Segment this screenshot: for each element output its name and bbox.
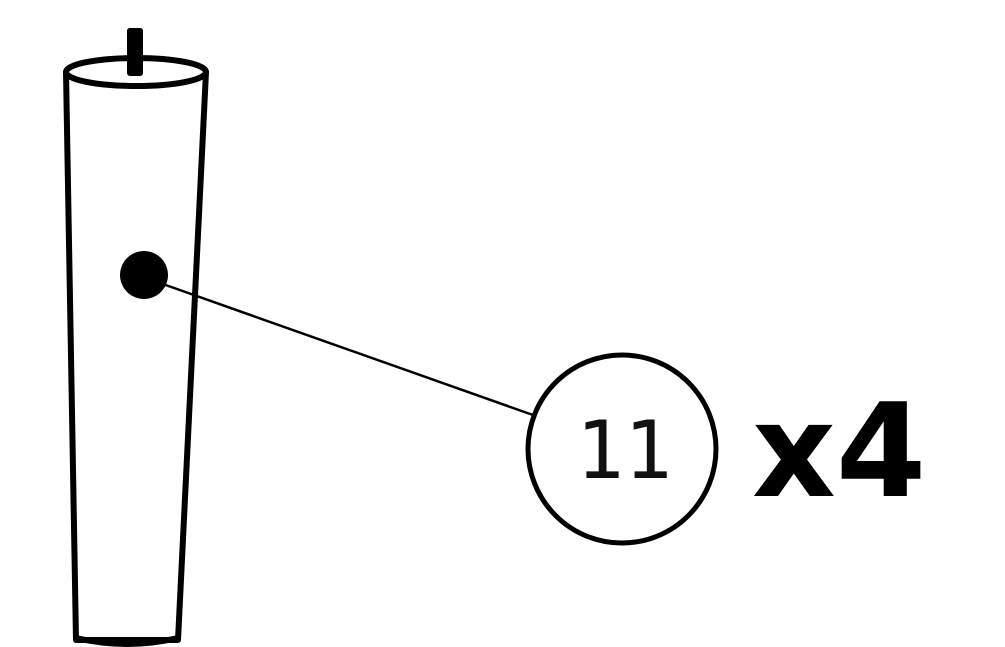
- callout-marker-dot: [120, 251, 168, 299]
- quantity-label: x4: [752, 375, 926, 527]
- leg-bottom-edge: [75, 635, 179, 647]
- table-leg-icon: [63, 28, 209, 647]
- callout-leader-line: [159, 281, 534, 417]
- leg-body: [63, 69, 209, 643]
- leg-bolt-front: [127, 28, 143, 76]
- part-number-label: 11: [576, 404, 672, 497]
- part-number-circle: [525, 352, 719, 546]
